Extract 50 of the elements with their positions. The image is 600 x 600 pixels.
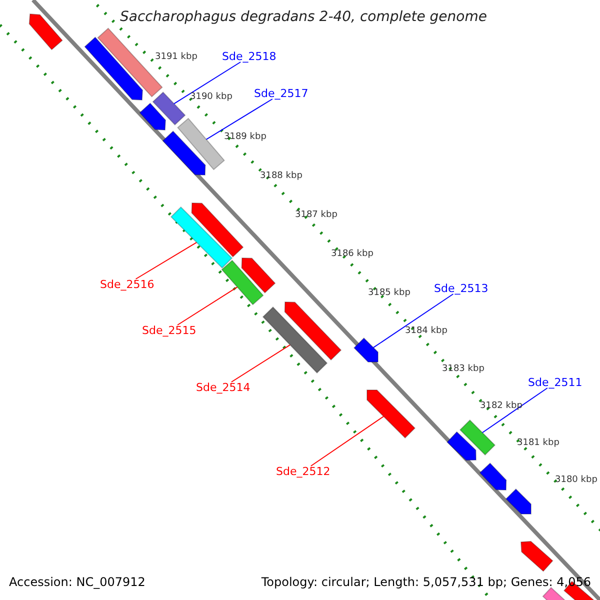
gene-feature: [191, 202, 244, 258]
scale-label: 3190 kbp: [190, 93, 232, 102]
gene-label: Sde_2517: [254, 88, 308, 99]
gene-feature: [505, 488, 532, 514]
gene-label: Sde_2515: [142, 325, 196, 336]
leader-line: [206, 98, 273, 140]
scale-label: 3186 kbp: [331, 250, 374, 259]
leader-line: [310, 416, 384, 466]
gene-feature: [284, 302, 342, 361]
gene-feature: [446, 431, 476, 461]
leader-line: [174, 62, 242, 104]
title: Saccharophagus degradans 2-40, complete genome: [120, 10, 487, 24]
leader-line: [372, 294, 454, 348]
gene-feature: [353, 337, 378, 362]
gene-feature: [162, 130, 206, 176]
scale-label: 3180 kbp: [555, 476, 598, 485]
scale-label: 3183 kbp: [442, 365, 484, 374]
gene-feature: [241, 257, 276, 294]
gene-block: [170, 206, 233, 269]
info-text: Topology: circular; Length: 5,057,531 bp; Genes: 4,056: [261, 576, 591, 588]
gene-feature: [520, 540, 554, 572]
info-text: Accession: NC_007912: [9, 576, 146, 588]
gene-label: Sde_2512: [276, 466, 330, 477]
gene-feature: [84, 36, 143, 101]
scale-label: 3184 kbp: [405, 327, 448, 336]
scale-label: 3188 kbp: [260, 172, 302, 181]
scale-label: 3181 kbp: [517, 439, 560, 448]
leader-line: [482, 388, 548, 434]
gene-feature: [28, 13, 63, 50]
gene-block: [152, 92, 186, 126]
scale-label: 3191 kbp: [155, 53, 198, 62]
gene-feature: [479, 462, 507, 490]
gene-label: Sde_2511: [528, 377, 582, 388]
scale-label: 3185 kbp: [368, 289, 410, 298]
gene-block: [177, 118, 225, 170]
scale-label: 3189 kbp: [224, 133, 266, 142]
gene-label: Sde_2514: [196, 382, 250, 393]
gene-label: Sde_2518: [222, 51, 276, 62]
gene-feature: [366, 390, 416, 439]
gene-block: [262, 306, 328, 374]
gene-block: [459, 419, 496, 456]
gene-label: Sde_2516: [100, 279, 154, 290]
leader-line: [135, 242, 198, 280]
gene-label: Sde_2513: [434, 283, 488, 294]
scale-label: 3187 kbp: [295, 211, 338, 220]
scale-label: 3182 kbp: [480, 402, 522, 411]
leader-line: [177, 286, 238, 326]
leader-line: [230, 344, 290, 382]
gene-feature: [139, 102, 166, 131]
gene-block: [221, 260, 264, 306]
